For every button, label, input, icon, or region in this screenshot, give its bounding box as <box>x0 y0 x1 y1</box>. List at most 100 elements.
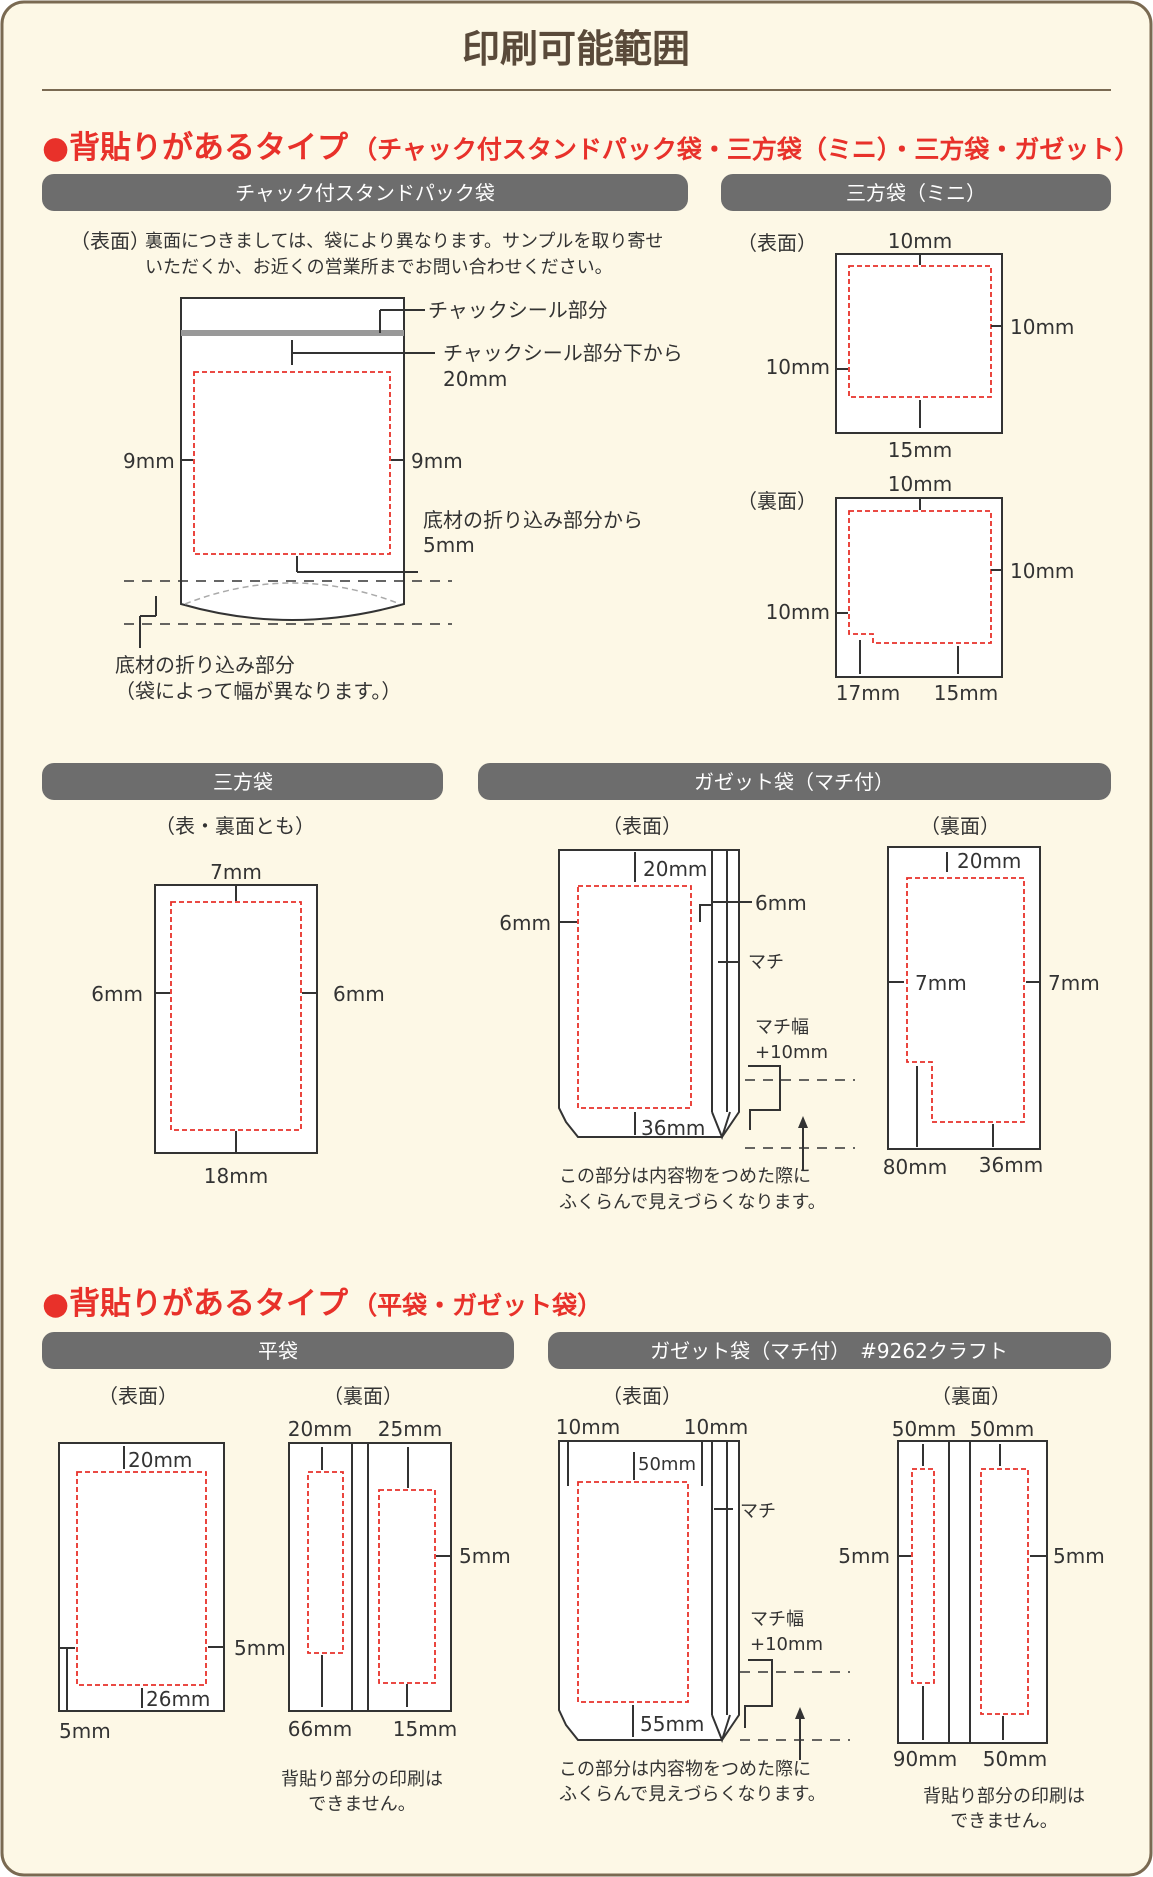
hira-back-print-area-right <box>378 1489 436 1684</box>
mini-back-bottom-left: 17mm <box>836 681 900 705</box>
gusset1-bottom: 36mm <box>641 1116 705 1140</box>
gusset2-back-bag <box>897 1440 1048 1744</box>
gusset2-top-left: 10mm <box>556 1415 620 1439</box>
gusset1-machi-width-2: +10mm <box>755 1042 828 1063</box>
mini-back-top: 10mm <box>888 472 952 496</box>
section2-heading: ●背貼りがあるタイプ（平袋・ガゼット袋） <box>42 1286 602 1322</box>
sanpo-right: 6mm <box>333 982 385 1006</box>
gusset2-bottom: 55mm <box>640 1712 704 1736</box>
from-seal-label-1: チャックシール部分下から <box>443 341 683 365</box>
gusset2-machi-width-1: マチ幅 <box>750 1609 804 1630</box>
gusset1-arrow-head <box>798 1116 808 1128</box>
hira-back-right: 5mm <box>459 1544 511 1568</box>
mini-back-bag <box>835 497 1003 678</box>
hira-front-bag <box>58 1442 225 1712</box>
gusset2-print-area <box>577 1481 689 1703</box>
gusset1-bar <box>478 763 1111 800</box>
gusset2-back-top-left: 50mm <box>892 1417 956 1441</box>
gusset1-back-print-area <box>906 877 1025 1123</box>
gusset1-note-1: この部分は内容物をつめた際に <box>559 1166 811 1187</box>
hira-front-bottom: 26mm <box>146 1687 210 1711</box>
fold-label-1: 底材の折り込み部分 <box>115 653 295 677</box>
gusset2-back-label: （裏面） <box>931 1384 1011 1408</box>
hira-panel: 平袋 （表面） 20mm 5mm 26mm 5mm （裏面） 20mm 25mm… <box>42 1332 514 1815</box>
gusset1-back-bottom-right: 36mm <box>979 1153 1043 1177</box>
standpack-print-area <box>193 371 391 555</box>
mini-back-print-area <box>848 510 992 644</box>
hira-note-1: 背貼り部分の印刷は <box>281 1769 443 1790</box>
standpack-bar <box>42 174 688 211</box>
page-title: 印刷可能範囲 <box>462 27 690 71</box>
from-fold-label-2: 5mm <box>423 533 475 557</box>
gusset2-panel: ガゼット袋（マチ付） #9262クラフト （表面） 10mm 10mm 50mm… <box>548 1332 1111 1832</box>
gusset1-back-label: （裏面） <box>920 814 1000 838</box>
gusset1-machi-leader <box>748 1065 781 1130</box>
hira-back-label: （裏面） <box>323 1384 403 1408</box>
mini-front-label: （表面） <box>737 231 817 255</box>
gusset2-machi-leader <box>744 1659 773 1728</box>
sanpo-panel: 三方袋 （表・裏面とも） 7mm 6mm 6mm 18mm <box>42 763 443 1188</box>
hira-front-right: 5mm <box>234 1636 286 1660</box>
gusset2-machi-bottom <box>711 1714 731 1743</box>
standpack-left: 9mm <box>123 449 175 473</box>
gusset2-machi-width-2: +10mm <box>750 1634 823 1655</box>
gusset1-panel: ガゼット袋（マチ付） （表面） 20mm 6mm 6mm マチ マチ幅 +10m… <box>478 763 1111 1213</box>
chuck-seal-strip <box>181 330 404 336</box>
sanpo-left: 6mm <box>91 982 143 1006</box>
sanpo-bag <box>154 884 318 1154</box>
mini-back-left: 10mm <box>766 600 830 624</box>
gusset1-machi-bottom <box>711 1111 731 1140</box>
gusset2-note-1: この部分は内容物をつめた際に <box>559 1759 811 1780</box>
gusset1-left: 6mm <box>499 911 551 935</box>
fold-label-2: （袋によって幅が異なります。） <box>115 679 401 703</box>
hira-back-bottom-right: 15mm <box>393 1717 457 1741</box>
chuck-seal-label: チャックシール部分 <box>428 298 608 322</box>
mini-front-right: 10mm <box>1010 315 1074 339</box>
mini-back-right: 10mm <box>1010 559 1074 583</box>
gusset1-top: 20mm <box>643 857 707 881</box>
gusset2-machi: マチ <box>740 1501 776 1522</box>
sanpo-top: 7mm <box>210 860 262 884</box>
gusset1-bar-label: ガゼット袋（マチ付） <box>694 770 894 794</box>
gusset2-front-label: （表面） <box>602 1384 682 1408</box>
gusset1-print-area <box>577 885 692 1109</box>
mini-front-left: 10mm <box>766 355 830 379</box>
mini-back-label: （裏面） <box>737 489 817 513</box>
hira-note-2: できません。 <box>308 1794 415 1815</box>
mini-front-top: 10mm <box>888 229 952 253</box>
mini-bar <box>721 174 1111 211</box>
gusset1-back-top: 20mm <box>957 849 1021 873</box>
gusset1-back-bag <box>887 846 1041 1150</box>
gusset2-back-left: 5mm <box>838 1544 890 1568</box>
mini-back-bottom-right: 15mm <box>934 681 998 705</box>
gusset1-back-right: 7mm <box>1048 971 1100 995</box>
gusset2-top-inner: 50mm <box>638 1454 696 1475</box>
gusset1-back-bottom-left: 80mm <box>883 1155 947 1179</box>
gusset1-back-left: 7mm <box>915 971 967 995</box>
sanpo-bar-label: 三方袋 <box>213 770 273 794</box>
gusset2-back-bottom-left: 90mm <box>893 1747 957 1771</box>
gusset2-top-right: 10mm <box>684 1415 748 1439</box>
gusset2-bar-label: ガゼット袋（マチ付） #9262クラフト <box>650 1339 1008 1363</box>
standpack-note-line2: いただくか、お近くの営業所までお問い合わせください。 <box>145 257 613 278</box>
sanpo-both-label: （表・裏面とも） <box>155 814 315 838</box>
gusset2-back-note-1: 背貼り部分の印刷は <box>923 1786 1085 1807</box>
from-fold-label-1: 底材の折り込み部分から <box>423 508 643 532</box>
from-seal-label-2: 20mm <box>443 367 507 391</box>
gusset1-side-leader <box>699 901 752 922</box>
mini-front-bottom: 15mm <box>888 438 952 462</box>
gusset1-note-2: ふくらんで見えづらくなります。 <box>559 1192 826 1213</box>
hira-back-top-left: 20mm <box>288 1417 352 1441</box>
hira-front-left: 5mm <box>59 1719 111 1743</box>
gusset1-front-bag <box>558 849 740 1138</box>
gusset1-machi-width-1: マチ幅 <box>755 1017 809 1038</box>
mini-panel: 三方袋（ミニ） （表面） 10mm 10mm 10mm 15mm （裏面） 10… <box>721 174 1111 705</box>
sanpo-bar <box>42 763 443 800</box>
mini-front-print-area <box>848 265 992 398</box>
gusset1-machi: マチ <box>748 952 784 973</box>
fold-curve <box>184 582 401 605</box>
gusset2-back-top-right: 50mm <box>970 1417 1034 1441</box>
gusset2-back-print-area-right <box>980 1468 1029 1715</box>
gusset2-front-bag <box>558 1440 740 1741</box>
hira-back-bottom-left: 66mm <box>288 1717 352 1741</box>
